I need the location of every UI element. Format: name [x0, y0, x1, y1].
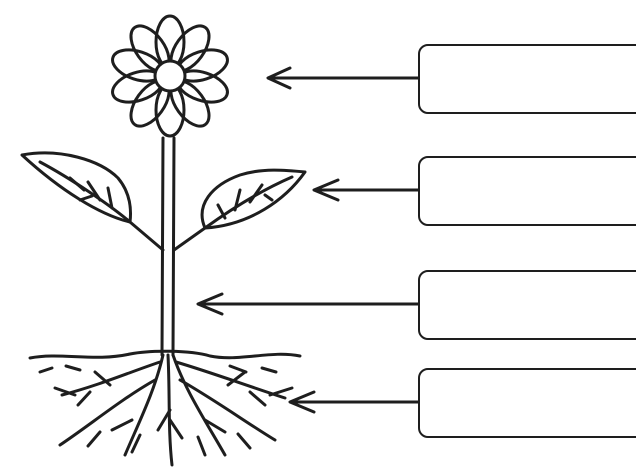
arrow-flower — [266, 66, 420, 90]
stem — [160, 136, 176, 357]
arrow-root — [288, 390, 420, 414]
soil-line — [28, 349, 302, 374]
arrow-leaf — [312, 178, 420, 202]
right-leaf — [172, 168, 307, 252]
flower-head — [111, 14, 229, 138]
flower-center — [153, 59, 187, 93]
arrow-stem — [196, 292, 420, 316]
roots — [53, 353, 294, 467]
stem-label-box[interactable] — [418, 270, 636, 340]
root-label-box[interactable] — [418, 368, 636, 438]
flower-label-box[interactable] — [418, 44, 636, 114]
leaf-label-box[interactable] — [418, 156, 636, 226]
left-leaf — [20, 151, 165, 252]
